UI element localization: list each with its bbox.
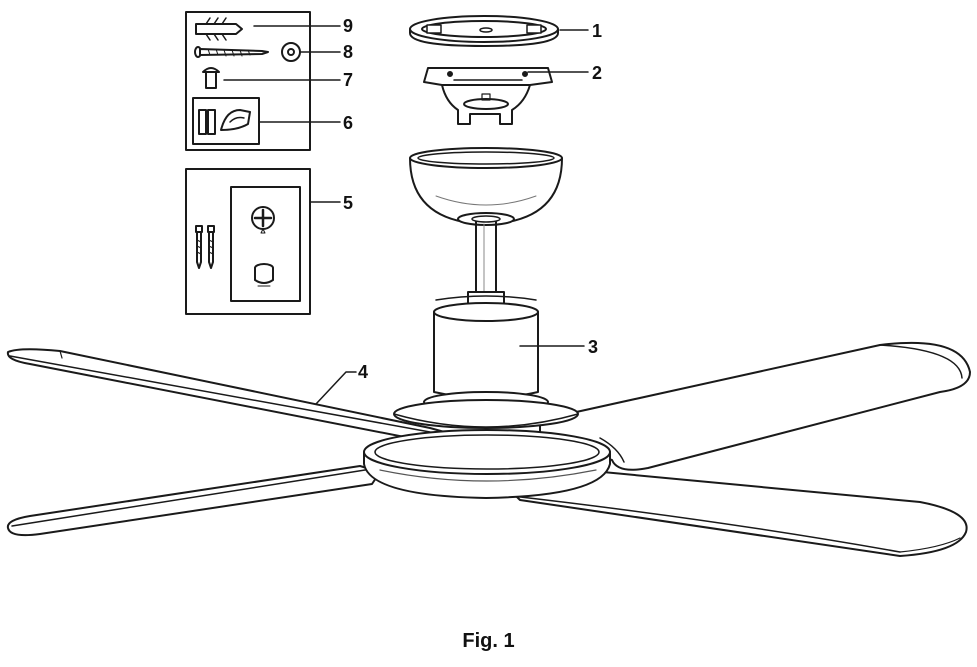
- callout-1: 1: [592, 21, 602, 41]
- wall-plug-icon: [195, 17, 243, 41]
- callout-5: 5: [343, 193, 353, 213]
- callout-9: 9: [343, 16, 353, 36]
- light-kit-dish: [363, 429, 611, 499]
- motor-housing: [393, 295, 579, 429]
- rivet-icon: [202, 67, 220, 89]
- blade-right-lower: [509, 467, 968, 557]
- downrod: [467, 221, 505, 305]
- mounting-plate: [409, 15, 559, 47]
- spare-parts-card: [192, 97, 260, 145]
- hanging-bracket: [423, 67, 553, 125]
- leader-line-4: [315, 371, 357, 405]
- callout-labels: 9 8 7 6 5 1 2 3 4: [343, 16, 602, 382]
- bolts-icon: [195, 225, 215, 269]
- blade-left-lower: [6, 465, 381, 537]
- blade-hardware-box: [185, 168, 311, 315]
- callout-3: 3: [588, 337, 598, 357]
- figure-caption: Fig. 1: [462, 630, 515, 652]
- callout-4: 4: [358, 362, 368, 382]
- callout-6: 6: [343, 113, 353, 133]
- screw-and-washer-icon: [194, 42, 301, 62]
- leader-lines: [223, 25, 589, 405]
- callout-8: 8: [343, 42, 353, 62]
- callout-2: 2: [592, 63, 602, 83]
- callout-7: 7: [343, 70, 353, 90]
- hardware-kit-box: [185, 11, 311, 151]
- blade-balancing-kit-icon: [251, 206, 275, 287]
- canopy: [409, 147, 563, 226]
- blade-left-upper: [6, 348, 467, 447]
